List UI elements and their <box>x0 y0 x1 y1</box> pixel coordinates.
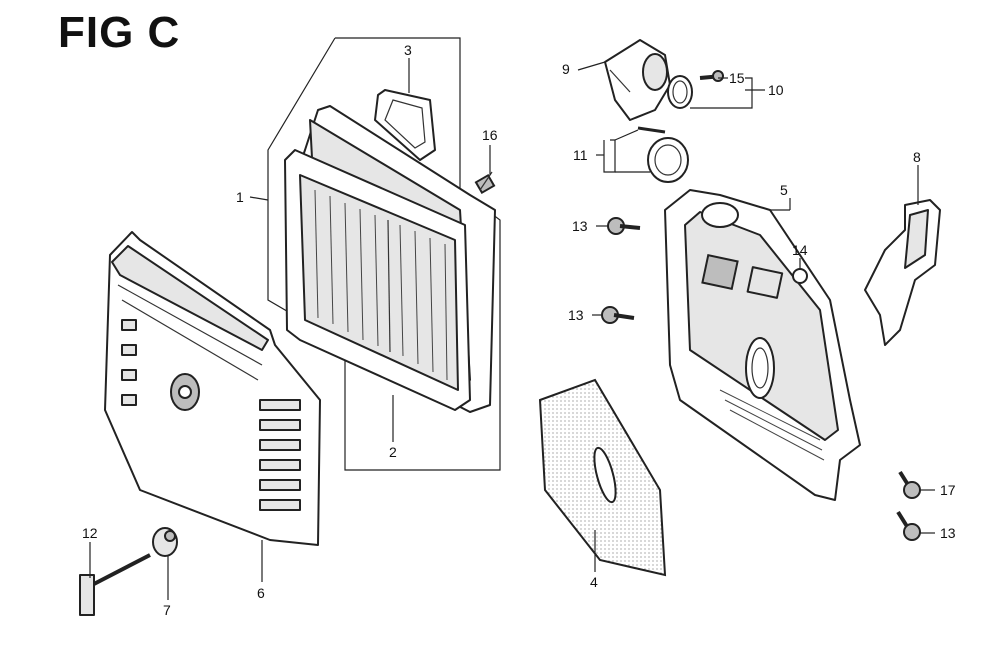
bolt-part-17 <box>898 470 921 499</box>
bolt-part-13-right <box>896 510 921 541</box>
air-cleaner-cover-part-6 <box>104 231 321 546</box>
filter-element-part-2 <box>284 149 471 411</box>
callout-12: 12 <box>82 525 98 541</box>
assembly-bracket-1 <box>267 37 501 471</box>
grommet-part-14 <box>792 268 808 284</box>
gasket-part-3 <box>374 89 436 161</box>
air-cleaner-case-part-5 <box>664 189 861 501</box>
callout-labels: 1 2 3 4 5 6 7 8 9 10 11 12 13 13 13 14 1… <box>82 42 956 618</box>
callout-8: 8 <box>913 149 921 165</box>
bolt-part-16 <box>474 171 496 195</box>
callout-3: 3 <box>404 42 412 58</box>
figure-title: FIG C <box>58 8 181 57</box>
duct-part-8 <box>864 199 941 346</box>
callout-15: 15 <box>729 70 745 86</box>
clamp-part-11 <box>637 126 689 183</box>
callout-13-lower: 13 <box>568 307 584 323</box>
callout-5: 5 <box>780 182 788 198</box>
callout-14: 14 <box>792 242 808 258</box>
callout-9: 9 <box>562 61 570 77</box>
callout-2: 2 <box>389 444 397 460</box>
pre-filter-part-4 <box>538 378 667 577</box>
callout-16: 16 <box>482 127 498 143</box>
clamp-part-10 <box>667 75 693 109</box>
callout-7: 7 <box>163 602 171 618</box>
callout-11: 11 <box>573 147 588 163</box>
callout-17: 17 <box>940 482 956 498</box>
callout-1: 1 <box>236 189 244 205</box>
elbow-tube-part-9 <box>604 39 671 121</box>
callout-6: 6 <box>257 585 265 601</box>
callout-10: 10 <box>768 82 784 98</box>
nut-part-7 <box>152 527 178 557</box>
bolt-part-13-upper <box>607 217 641 235</box>
stud-bolt-part-12 <box>79 553 151 616</box>
bolt-part-13-lower <box>601 306 635 324</box>
callout-4: 4 <box>590 574 598 590</box>
callout-13-right: 13 <box>940 525 956 541</box>
screw-part-15 <box>699 70 724 82</box>
callout-13-upper: 13 <box>572 218 588 234</box>
leader-lines <box>89 58 935 600</box>
